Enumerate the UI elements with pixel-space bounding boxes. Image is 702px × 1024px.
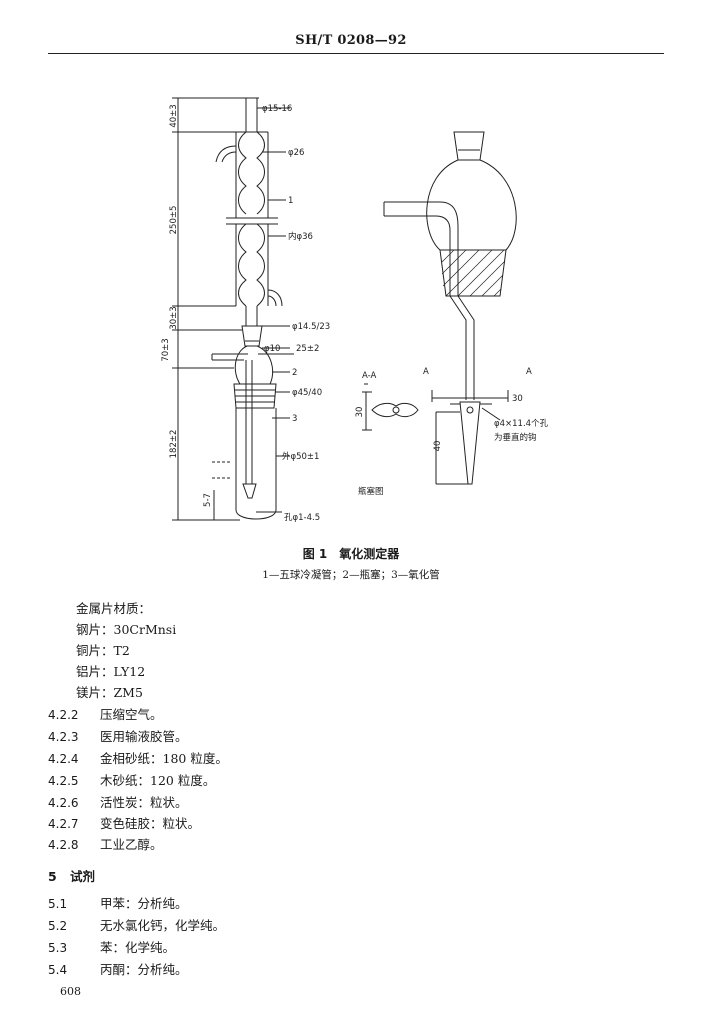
inlet-side-tube xyxy=(211,353,248,361)
dim-250: 250±5 xyxy=(169,206,179,235)
figure-legend: 1—五球冷凝管；2—瓶塞；3—氧化管 xyxy=(262,569,440,581)
label-stopper-caption: 瓶塞图 xyxy=(358,486,384,497)
dim-182: 182±2 xyxy=(169,430,179,459)
stopper-plug xyxy=(439,249,507,297)
break-lines xyxy=(226,217,278,225)
stopper-top-joint xyxy=(453,131,485,161)
header-rule xyxy=(48,53,664,54)
condenser-side-arm-top xyxy=(215,145,237,163)
label-hole-note-1: φ4×11.4个孔 xyxy=(494,419,549,429)
stopper-side-tube xyxy=(383,201,459,296)
label-outer-50: 外φ50±1 xyxy=(282,451,319,462)
label-hole: 孔φ1-4.5 xyxy=(284,513,320,523)
dim-30: 30±3 xyxy=(169,306,179,329)
list-item: 钢片：30CrMnsi xyxy=(76,622,177,637)
list-item: 铜片：T2 xyxy=(76,643,130,658)
oxidation-apparatus-figure: φ15-16 φ26 1 内φ36 φ14.5/23 φ10 25±2 2 φ4… xyxy=(161,97,549,523)
page-number: 608 xyxy=(60,985,81,998)
figure-title: 图 1 氧化测定器 xyxy=(302,547,400,561)
dim-70: 70±3 xyxy=(161,338,171,361)
oxidation-tube xyxy=(235,408,277,520)
dim-40: 40±3 xyxy=(169,104,179,127)
condenser-side-arm-bottom xyxy=(267,289,283,307)
page-header: SH/T 0208—92 xyxy=(295,33,407,48)
inner-air-tube xyxy=(242,360,257,499)
condenser-top-tube xyxy=(244,97,259,132)
list-item: 镁片：ZM5 xyxy=(76,685,143,700)
condenser-bulbs-lower xyxy=(238,223,265,307)
label-item-2: 2 xyxy=(292,368,297,378)
label-item-3: 3 xyxy=(292,414,297,424)
label-section-a-a: A-A xyxy=(362,371,377,381)
stopper-globe xyxy=(426,159,517,251)
list-item: 铝片：LY12 xyxy=(76,664,146,679)
label-section-30: 30 xyxy=(355,407,365,418)
condenser-neck xyxy=(245,306,258,326)
section-a-a xyxy=(371,402,419,418)
label-dim-40b: 40 xyxy=(433,441,443,452)
stopper-tip xyxy=(459,401,481,485)
dim-5-7: 5-7 xyxy=(203,493,213,507)
label-a-right: A xyxy=(526,367,532,377)
label-inner-36: 内φ36 xyxy=(288,231,313,242)
condenser-bulbs-upper xyxy=(238,131,265,215)
label-item-1: 1 xyxy=(288,196,293,206)
label-diameter-10: φ10 xyxy=(264,344,280,354)
label-dim-25: 25±2 xyxy=(296,344,319,354)
label-diameter-45: φ45/40 xyxy=(292,388,322,398)
label-a-left: A xyxy=(423,367,429,377)
label-hole-note-2: 为垂直的钩 xyxy=(494,432,537,443)
condenser-lower-jacket xyxy=(235,224,269,306)
ground-joint xyxy=(241,325,263,347)
label-dim-30h: 30 xyxy=(512,394,523,404)
list-item: 金属片材质： xyxy=(76,601,152,616)
label-diameter-26: φ26 xyxy=(288,148,304,158)
threaded-joint xyxy=(233,383,277,409)
stopper-stem xyxy=(449,295,475,400)
label-diameter-14: φ14.5/23 xyxy=(292,322,330,332)
label-diameter-top: φ15-16 xyxy=(262,104,292,114)
